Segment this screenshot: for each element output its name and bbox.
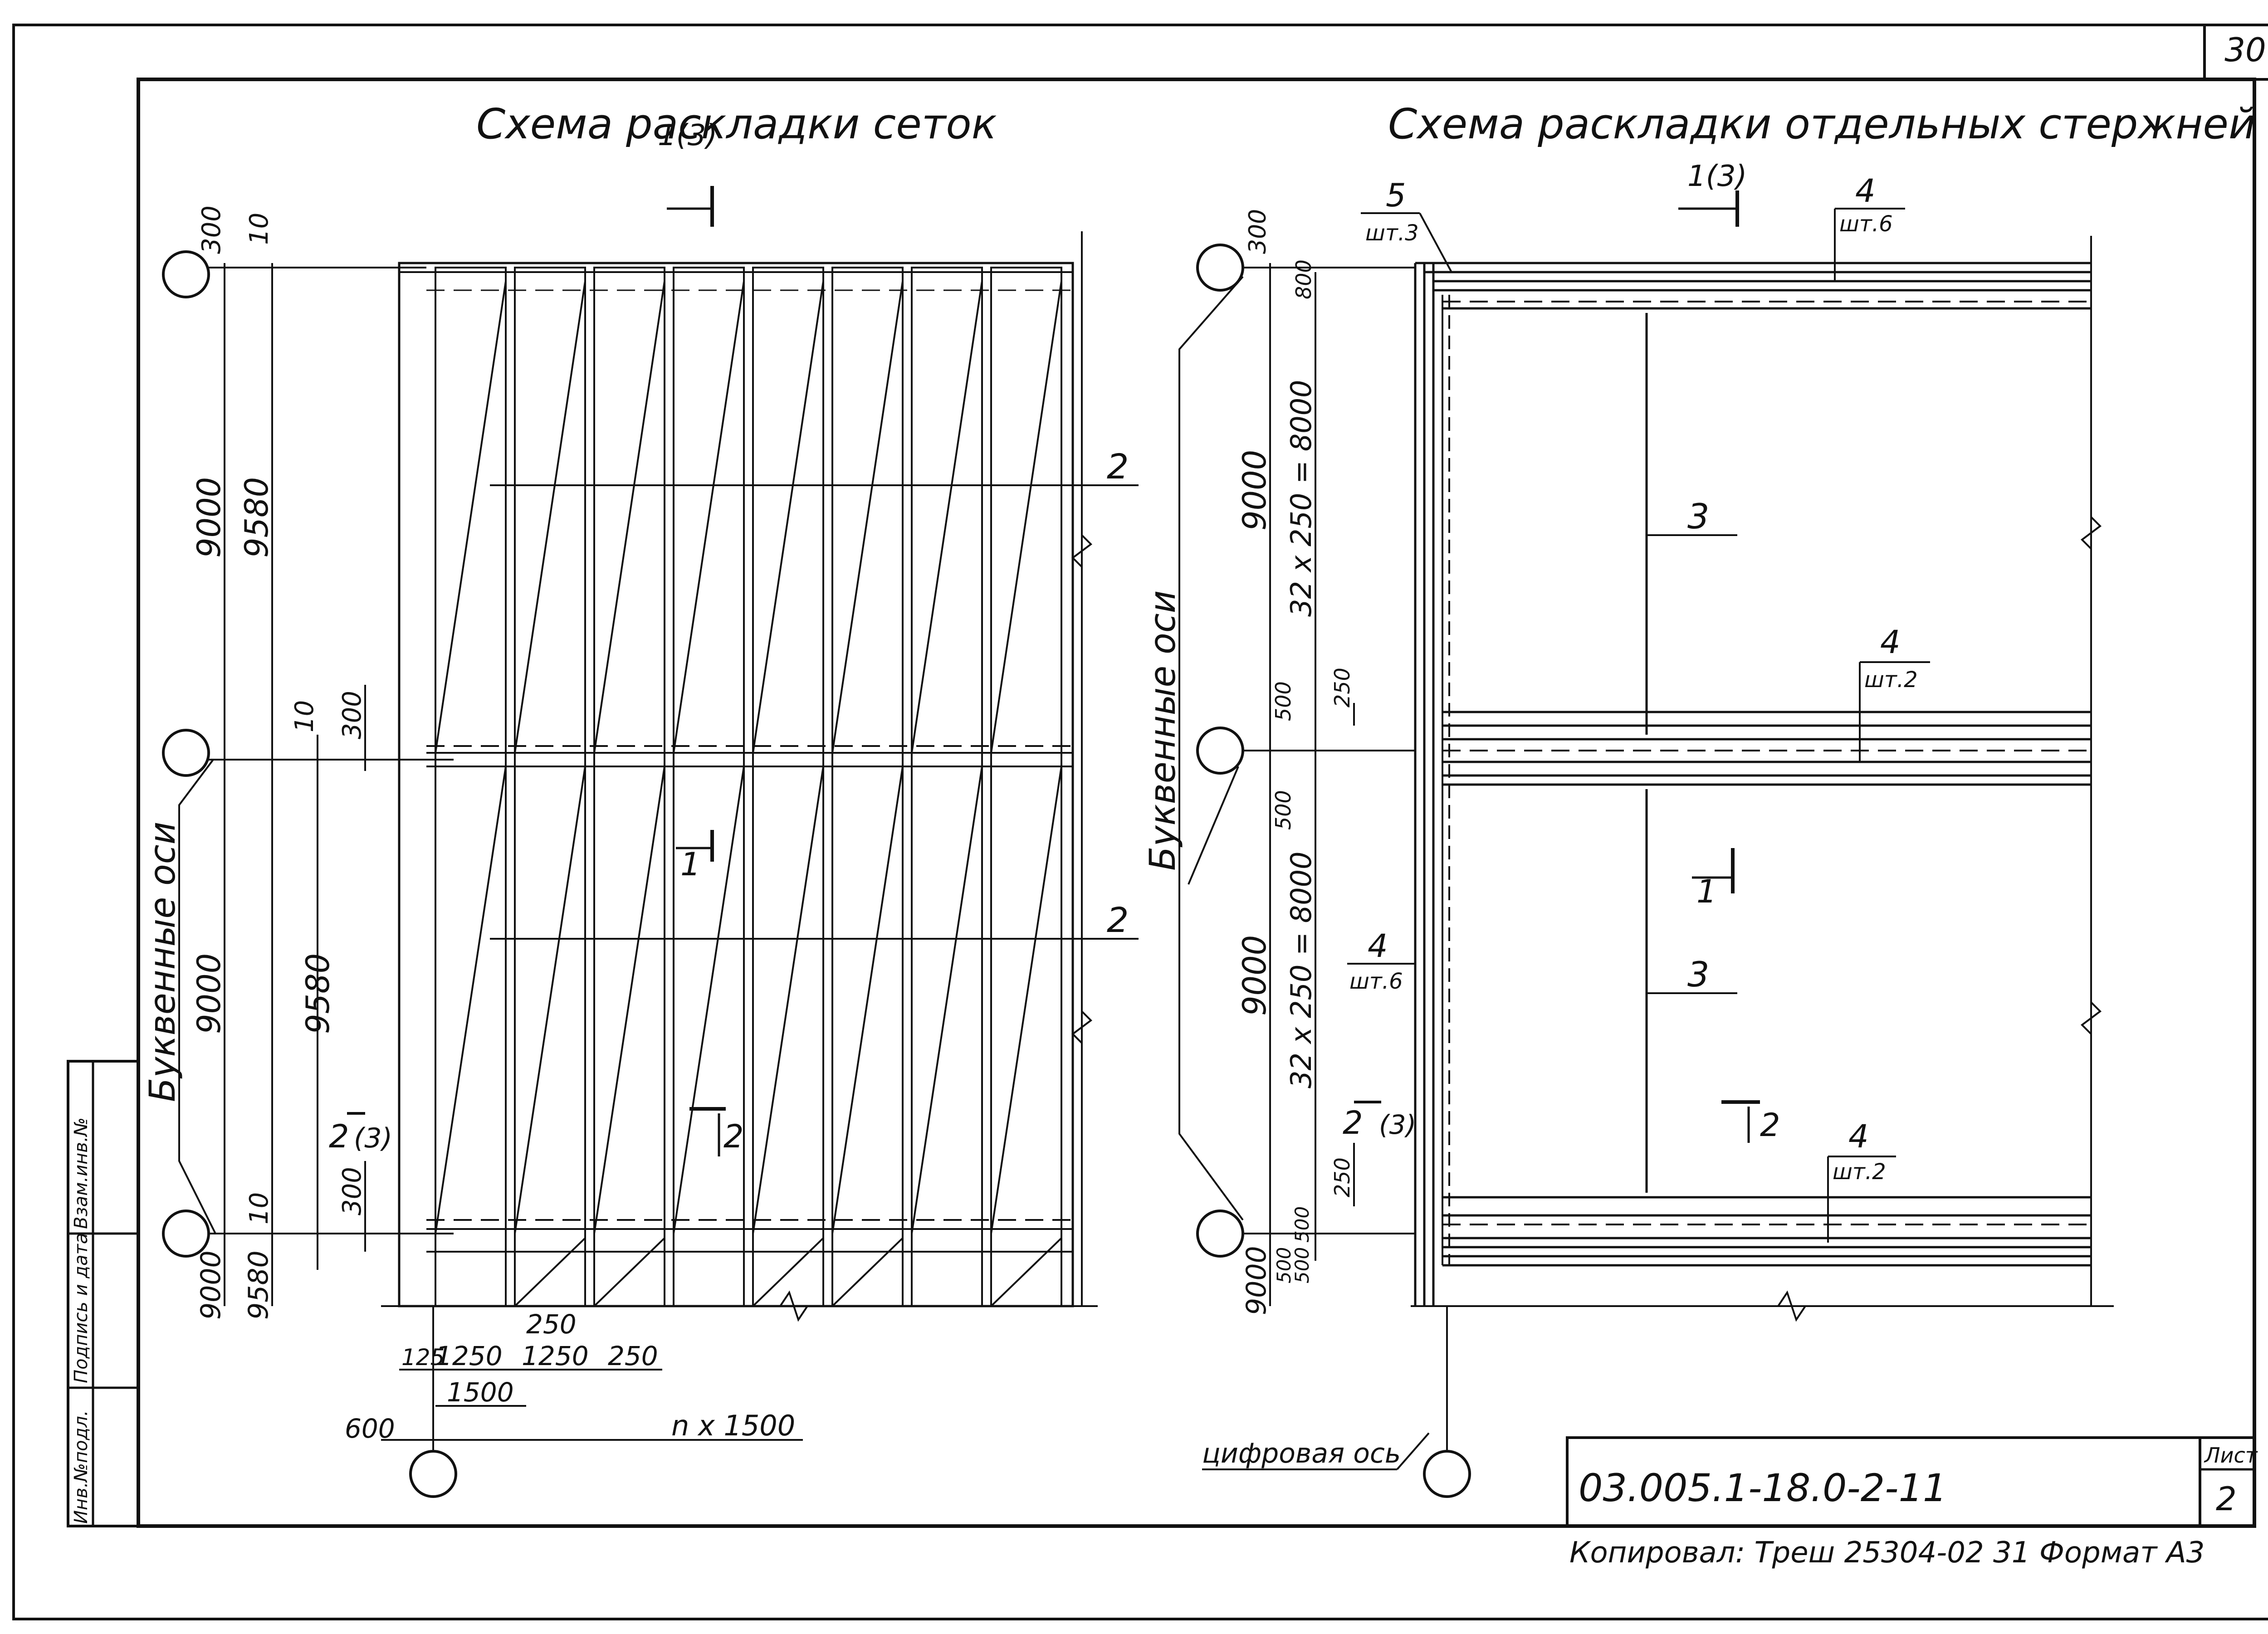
right-mark-3a: 3 <box>1687 496 1709 537</box>
r-axis-marker-low <box>1196 1210 1244 1258</box>
right-mark-5: 5 <box>1386 177 1406 214</box>
axis-marker-mid <box>162 729 210 777</box>
dim-9000-c: 9000 <box>195 1250 227 1320</box>
dim-300-mid: 300 <box>337 691 367 739</box>
r-dim-500-d: 500 <box>1291 1247 1313 1283</box>
r-dim-800: 800 <box>1291 259 1316 299</box>
side-stamp: Инв.№подл. Подпись и дата Взам.инв.№ <box>67 1060 140 1527</box>
dim-300-low: 300 <box>337 1167 367 1215</box>
dim-nx1500: n x 1500 <box>671 1409 795 1442</box>
mesh-sheets <box>435 267 1062 1307</box>
dim-1250-a: 1250 <box>435 1341 503 1371</box>
right-mark-4b: 4 <box>1880 624 1901 661</box>
dim-9580-b: 9580 <box>299 953 337 1034</box>
right-mark-4d-qty: шт.2 <box>1833 1159 1886 1185</box>
right-mark-4a: 4 <box>1855 172 1876 210</box>
dim-9580-c: 9580 <box>243 1250 274 1320</box>
sheet-label: Лист <box>2204 1443 2258 1468</box>
right-section-top: 1(3) <box>1687 160 1747 193</box>
footer-copy-info: Копировал: Треш 25304-02 31 Формат А3 <box>1569 1536 2204 1570</box>
left-section-top: 1(3) <box>658 119 717 152</box>
left-section-mid: 1 <box>680 846 701 883</box>
left-section-side: 2 <box>329 1118 349 1155</box>
outer-frame <box>12 24 2268 1620</box>
left-title: Схема раскладки сеток <box>476 100 997 148</box>
dim-9000-a: 9000 <box>191 477 228 558</box>
r-axis-marker-mid <box>1196 727 1244 775</box>
r-dim-500-e: 500 <box>1273 1247 1295 1283</box>
right-section-side: 2 <box>1343 1104 1363 1141</box>
left-mark-2b: 2 <box>1107 900 1129 940</box>
right-section-low: 2 <box>1760 1107 1780 1144</box>
dim-1250-b: 1250 <box>522 1341 589 1371</box>
left-mesh-scheme: Буквенные оси 300 10 9000 9580 10 300 90… <box>142 119 1139 1498</box>
r-dim-250-b: 250 <box>1330 1157 1354 1197</box>
right-mark-4d: 4 <box>1848 1118 1869 1155</box>
r-dim-9000-c: 9000 <box>1241 1246 1272 1315</box>
right-section-side-ref: (3) <box>1379 1109 1416 1140</box>
sheet-number: 2 <box>2216 1480 2237 1518</box>
dim-250-a: 250 <box>526 1309 577 1340</box>
r-dim-500-b: 500 <box>1271 790 1295 830</box>
r-dim-9000-b: 9000 <box>1236 935 1273 1016</box>
dim-1500: 1500 <box>447 1377 514 1408</box>
axis-marker-digit <box>409 1450 457 1498</box>
right-mark-4c: 4 <box>1368 927 1388 965</box>
right-mark-3b: 3 <box>1687 954 1709 995</box>
right-axis-label: Буквенные оси <box>1143 590 1183 871</box>
r-dim-300: 300 <box>1244 209 1271 254</box>
axis-marker-low <box>162 1210 210 1258</box>
page-number-box <box>2203 24 2268 81</box>
dim-300-top: 300 <box>197 205 226 254</box>
dim-10-top: 10 <box>244 213 274 245</box>
right-section-mid: 1 <box>1696 873 1717 910</box>
dim-600: 600 <box>345 1413 395 1444</box>
left-mark-2a: 2 <box>1107 446 1129 487</box>
r-dim-500-c: 500 <box>1291 1206 1313 1243</box>
inner-frame <box>137 78 2256 1528</box>
dim-250-b: 250 <box>608 1341 658 1371</box>
stamp-sign-label: Подпись и дата <box>71 1233 92 1383</box>
right-mark-4c-qty: шт.6 <box>1349 969 1403 994</box>
right-title: Схема раскладки отдельных стержней <box>1388 100 2256 148</box>
left-axis-label: Буквенные оси <box>142 822 183 1102</box>
stamp-replace-label: Взам.инв.№ <box>71 1117 92 1229</box>
dim-10-low: 10 <box>244 1192 274 1224</box>
dim-9580-a: 9580 <box>238 477 275 558</box>
r-dim-250-a: 250 <box>1330 668 1354 707</box>
r-axis-marker-digit <box>1423 1450 1471 1498</box>
dim-10-mid: 10 <box>290 700 319 732</box>
dim-125: 125 <box>401 1344 445 1371</box>
axis-marker-top <box>162 250 210 298</box>
r-dim-9000-a: 9000 <box>1236 450 1273 531</box>
page-number: 30 <box>2224 31 2266 69</box>
r-dim-32x250-a: 32 x 250 = 8000 <box>1285 380 1318 617</box>
dim-9000-b: 9000 <box>191 953 228 1034</box>
right-digit-axis-label: цифровая ось <box>1202 1438 1401 1469</box>
r-dim-32x250-b: 32 x 250 = 8000 <box>1285 852 1318 1089</box>
title-block: 03.005.1-18.0-2-11 Лист 2 <box>1566 1436 2258 1527</box>
right-mark-5-qty: шт.3 <box>1365 220 1419 246</box>
left-section-low: 2 <box>723 1118 744 1155</box>
document-code: 03.005.1-18.0-2-11 <box>1579 1466 1947 1510</box>
left-section-side-ref: (3) <box>354 1122 392 1154</box>
stamp-inv-label: Инв.№подл. <box>71 1410 92 1524</box>
r-dim-500-a: 500 <box>1271 681 1295 721</box>
right-mark-4b-qty: шт.2 <box>1864 667 1918 693</box>
right-mark-4a-qty: шт.6 <box>1839 211 1893 237</box>
right-bar-scheme: Буквенные оси 300 800 9000 32 x 250 = 80… <box>1143 160 2114 1498</box>
